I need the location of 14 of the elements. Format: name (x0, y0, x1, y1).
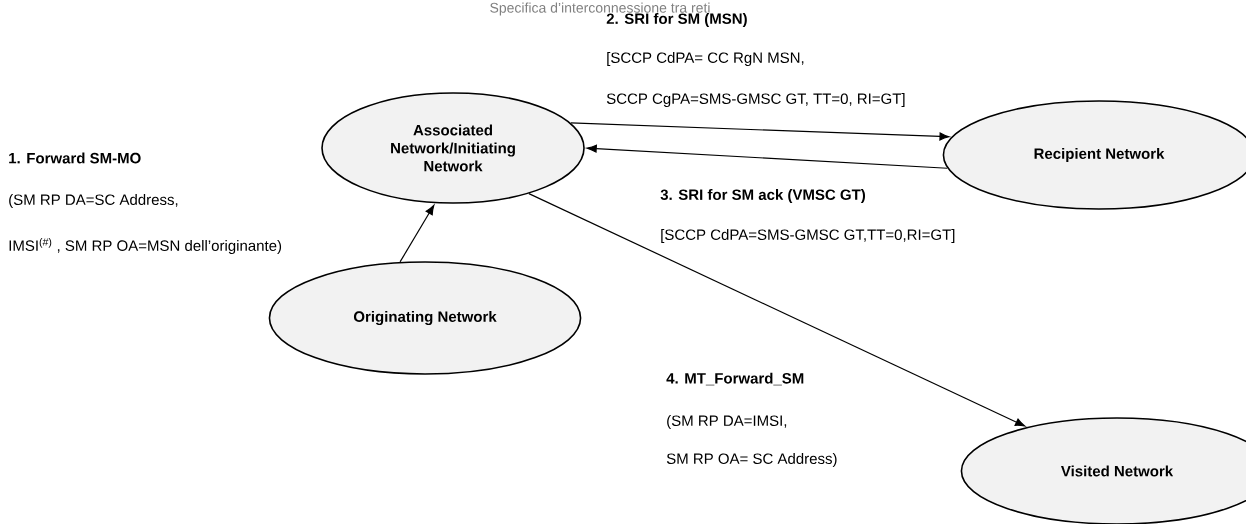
message-title: 1. Forward SM-MO (9, 152, 141, 164)
arrow (570, 122, 950, 141)
arrow (528, 193, 1026, 427)
message-parameters: (SM RP DA=SC Address, (9, 194, 178, 208)
message-parameters: SCCP CgPA=SMS-GMSC GT, TT=0, RI=GT] (606, 93, 905, 107)
message-parameters: [SCCP CdPA=SMS-GMSC GT,TT=0,RI=GT] (661, 229, 955, 243)
message-parameters: IMSI$^{(#)}$ , SM RP OA=MSN dell’originante) (9, 238, 282, 254)
arrow (586, 144, 948, 169)
message-title: 3. SRI for SM ack (VMSC GT) (660, 189, 866, 203)
message-parameters: [SCCP CdPA= CC RgN MSN, (607, 52, 804, 66)
arrow (399, 204, 435, 263)
message-title: 4. MT_Forward_SM (666, 372, 804, 386)
message-parameters: (SM RP DA=IMSI, (667, 415, 787, 429)
message-parameters: SM RP OA= SC Address) (666, 453, 837, 467)
